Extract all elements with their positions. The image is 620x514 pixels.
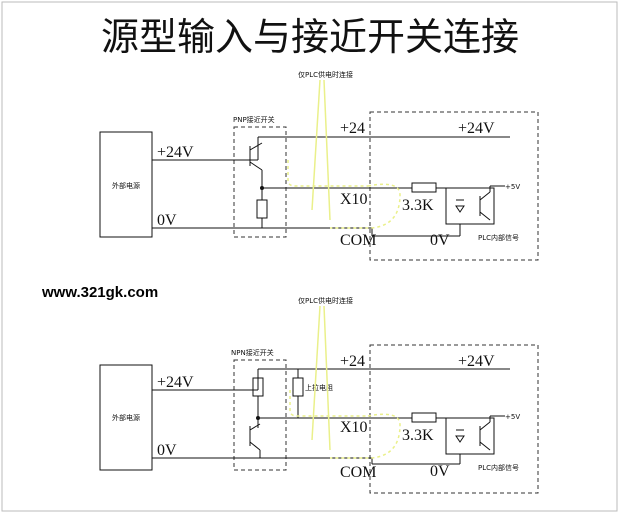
bottom-plus24v-left-label: +24V: [157, 374, 194, 391]
bottom-resistor-label: 3.3K: [402, 427, 434, 444]
top-plus5v-label: +5V: [505, 183, 520, 191]
bottom-zero-v-left-label: 0V: [157, 442, 177, 459]
top-note-label: 仅PLC供电时连接: [298, 70, 353, 79]
watermark-text: www.321gk.com: [41, 284, 158, 301]
bottom-plc-box: [369, 344, 539, 494]
bottom-external-power-label: 外部电源: [112, 413, 140, 422]
top-switch-resistor: [256, 199, 268, 219]
diagram-title: 源型输入与接近开关连接: [101, 15, 519, 59]
bottom-circuit-npn: 外部电源 NPN接近开关 +24V +24 +24V 上拉电阻 0V X10: [99, 296, 539, 494]
top-switch-label: PNP接近开关: [233, 115, 275, 124]
bottom-current-path: [289, 390, 368, 417]
bottom-plus5v-label: +5V: [505, 413, 520, 421]
bottom-plus24v-right-label: +24V: [458, 353, 495, 370]
top-optocoupler: [445, 187, 495, 225]
top-resistor-label: 3.3K: [402, 197, 434, 214]
bottom-switch-box: [233, 359, 287, 471]
top-plus24v-left-label: +24V: [157, 144, 194, 161]
top-plus24-label: +24: [340, 120, 365, 137]
bottom-note-label: 仅PLC供电时连接: [298, 296, 353, 305]
top-plc-box: [369, 111, 539, 261]
bottom-switch-label: NPN接近开关: [231, 348, 274, 357]
top-led-icon: [455, 205, 465, 213]
top-current-path: [287, 160, 368, 187]
bottom-plc-signal-label: PLC内部信号: [478, 463, 519, 472]
bottom-input-resistor: [411, 412, 437, 423]
bottom-led-icon: [455, 435, 465, 443]
top-external-power-label: 外部电源: [112, 181, 140, 190]
bottom-pullup-label: 上拉电阻: [305, 383, 333, 392]
top-input-resistor: [411, 182, 437, 193]
top-x10-label: X10: [340, 191, 368, 208]
top-switch-box: [233, 126, 287, 238]
top-external-power-box: [99, 131, 153, 238]
top-zero-v-right-label: 0V: [430, 232, 450, 249]
bottom-pullup-resistor: [292, 377, 304, 397]
top-plc-signal-label: PLC内部信号: [478, 233, 519, 242]
bottom-external-power-box: [99, 364, 153, 471]
bottom-x10-label: X10: [340, 419, 368, 436]
top-com-label: COM: [340, 232, 376, 249]
bottom-optocoupler: [445, 417, 495, 455]
top-plus24v-right-label: +24V: [458, 120, 495, 137]
bottom-plus24-label: +24: [340, 353, 365, 370]
top-zero-v-left-label: 0V: [157, 212, 177, 229]
bottom-zero-v-right-label: 0V: [430, 463, 450, 480]
bottom-com-label: COM: [340, 464, 376, 481]
top-circuit-pnp: 外部电源 PNP接近开关 +24V +24 +24V 0V X10 COM: [99, 70, 539, 261]
